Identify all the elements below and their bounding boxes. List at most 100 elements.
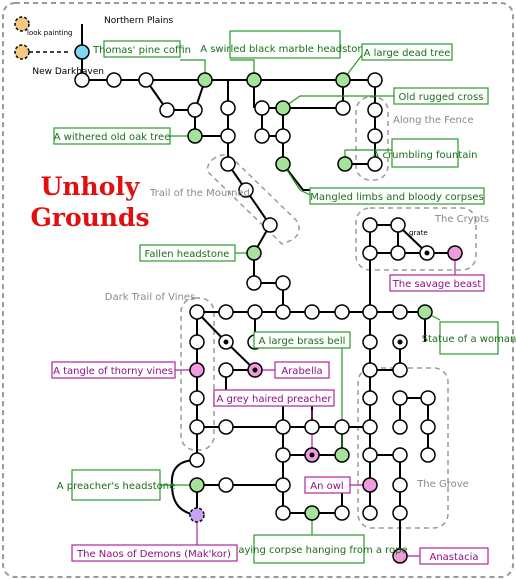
room[interactable] — [392, 362, 408, 378]
room[interactable] — [275, 128, 291, 144]
room[interactable] — [138, 72, 154, 88]
label-fountain[interactable]: A crumbling fountain — [373, 150, 478, 161]
room[interactable] — [275, 477, 291, 493]
room[interactable] — [362, 245, 378, 261]
room-north-exit[interactable] — [14, 16, 30, 32]
room[interactable] — [390, 217, 406, 233]
label-mangled[interactable]: Mangled limbs and bloody corpses — [310, 192, 483, 203]
label-decaying-corpse[interactable]: A decaying corpse hanging from a rope — [210, 545, 407, 556]
room[interactable] — [362, 304, 378, 320]
room[interactable] — [254, 128, 270, 144]
room-painting[interactable] — [14, 44, 30, 60]
room[interactable] — [159, 102, 175, 118]
label-dead-tree[interactable]: A large dead tree — [364, 48, 451, 59]
room[interactable] — [74, 72, 90, 88]
room[interactable] — [275, 304, 291, 320]
room[interactable] — [187, 102, 203, 118]
room[interactable] — [334, 304, 350, 320]
label-oak-tree[interactable]: A withered old oak tree — [54, 132, 171, 143]
room[interactable] — [189, 304, 205, 320]
room[interactable] — [362, 334, 378, 350]
room[interactable] — [420, 447, 436, 463]
room[interactable] — [367, 156, 383, 172]
label-owl[interactable]: An owl — [310, 481, 343, 492]
room-thorny-vines[interactable] — [189, 362, 205, 378]
label-preacher-headstone[interactable]: A preacher's headstone — [57, 481, 175, 492]
label-arabella[interactable]: Arabella — [281, 366, 322, 377]
label-rugged-cross[interactable]: Old rugged cross — [399, 92, 484, 103]
room-mangled[interactable] — [275, 156, 291, 172]
room-oak-tree[interactable] — [187, 128, 203, 144]
room[interactable] — [189, 390, 205, 406]
label-thorny-vines[interactable]: A tangle of thorny vines — [53, 366, 173, 377]
room[interactable] — [220, 100, 236, 116]
label-thomas-coffin[interactable]: Thomas' pine coffin — [92, 45, 191, 56]
room[interactable] — [246, 275, 262, 291]
room[interactable] — [189, 334, 205, 350]
room-savage-beast[interactable] — [447, 245, 463, 261]
room[interactable] — [392, 505, 408, 521]
room[interactable] — [218, 304, 234, 320]
room[interactable] — [420, 419, 436, 435]
room[interactable] — [218, 419, 234, 435]
room[interactable] — [392, 390, 408, 406]
room[interactable] — [106, 72, 122, 88]
room-owl[interactable] — [362, 477, 378, 493]
room[interactable] — [304, 304, 320, 320]
room-decaying-corpse[interactable] — [304, 505, 320, 521]
room[interactable] — [218, 362, 234, 378]
room[interactable] — [420, 390, 436, 406]
room[interactable] — [275, 505, 291, 521]
room[interactable] — [334, 505, 350, 521]
room[interactable] — [254, 100, 270, 116]
room[interactable] — [362, 217, 378, 233]
room-entrance[interactable] — [74, 44, 90, 60]
room[interactable] — [367, 72, 383, 88]
room-dead-tree[interactable] — [335, 72, 351, 88]
room[interactable] — [218, 477, 234, 493]
room-fountain[interactable] — [337, 156, 353, 172]
label-anastacia[interactable]: Anastacia — [430, 552, 479, 563]
label-statue[interactable]: Statue of a woman — [422, 334, 516, 345]
room-black-headstone[interactable] — [246, 72, 262, 88]
room[interactable] — [362, 362, 378, 378]
label-black-headstone[interactable]: A swirled black marble headstone — [200, 44, 370, 55]
room[interactable] — [189, 452, 205, 468]
room[interactable] — [390, 245, 406, 261]
room[interactable] — [220, 128, 236, 144]
room-thomas-coffin[interactable] — [197, 72, 213, 88]
room[interactable] — [362, 447, 378, 463]
room-naos[interactable] — [189, 507, 205, 523]
room-anastacia[interactable] — [392, 548, 408, 564]
room[interactable] — [362, 505, 378, 521]
room-preacher-headstone[interactable] — [189, 477, 205, 493]
room[interactable] — [275, 275, 291, 291]
room[interactable] — [362, 419, 378, 435]
room[interactable] — [262, 217, 278, 233]
room[interactable] — [275, 447, 291, 463]
room[interactable] — [275, 419, 291, 435]
room-brass-bell[interactable] — [334, 447, 350, 463]
room[interactable] — [367, 128, 383, 144]
room[interactable] — [392, 419, 408, 435]
label-brass-bell[interactable]: A large brass bell — [259, 336, 346, 347]
room[interactable] — [367, 102, 383, 118]
room[interactable] — [392, 477, 408, 493]
room[interactable] — [334, 419, 350, 435]
room[interactable] — [362, 390, 378, 406]
room[interactable] — [392, 304, 408, 320]
room[interactable] — [238, 182, 254, 198]
label-naos[interactable]: The Naos of Demons (Mak'kor) — [76, 549, 231, 560]
room[interactable] — [189, 419, 205, 435]
label-savage-beast[interactable]: The savage beast — [392, 279, 482, 290]
room-rugged-cross[interactable] — [275, 100, 291, 116]
room[interactable] — [220, 156, 236, 172]
room[interactable] — [392, 447, 408, 463]
label-grey-preacher[interactable]: A grey haired preacher — [217, 394, 333, 405]
room[interactable] — [304, 419, 320, 435]
room[interactable] — [247, 304, 263, 320]
room[interactable] — [335, 100, 351, 116]
room-statue[interactable] — [417, 304, 433, 320]
label-fallen-headstone[interactable]: Fallen headstone — [145, 249, 230, 260]
room-fallen-headstone[interactable] — [246, 245, 262, 261]
